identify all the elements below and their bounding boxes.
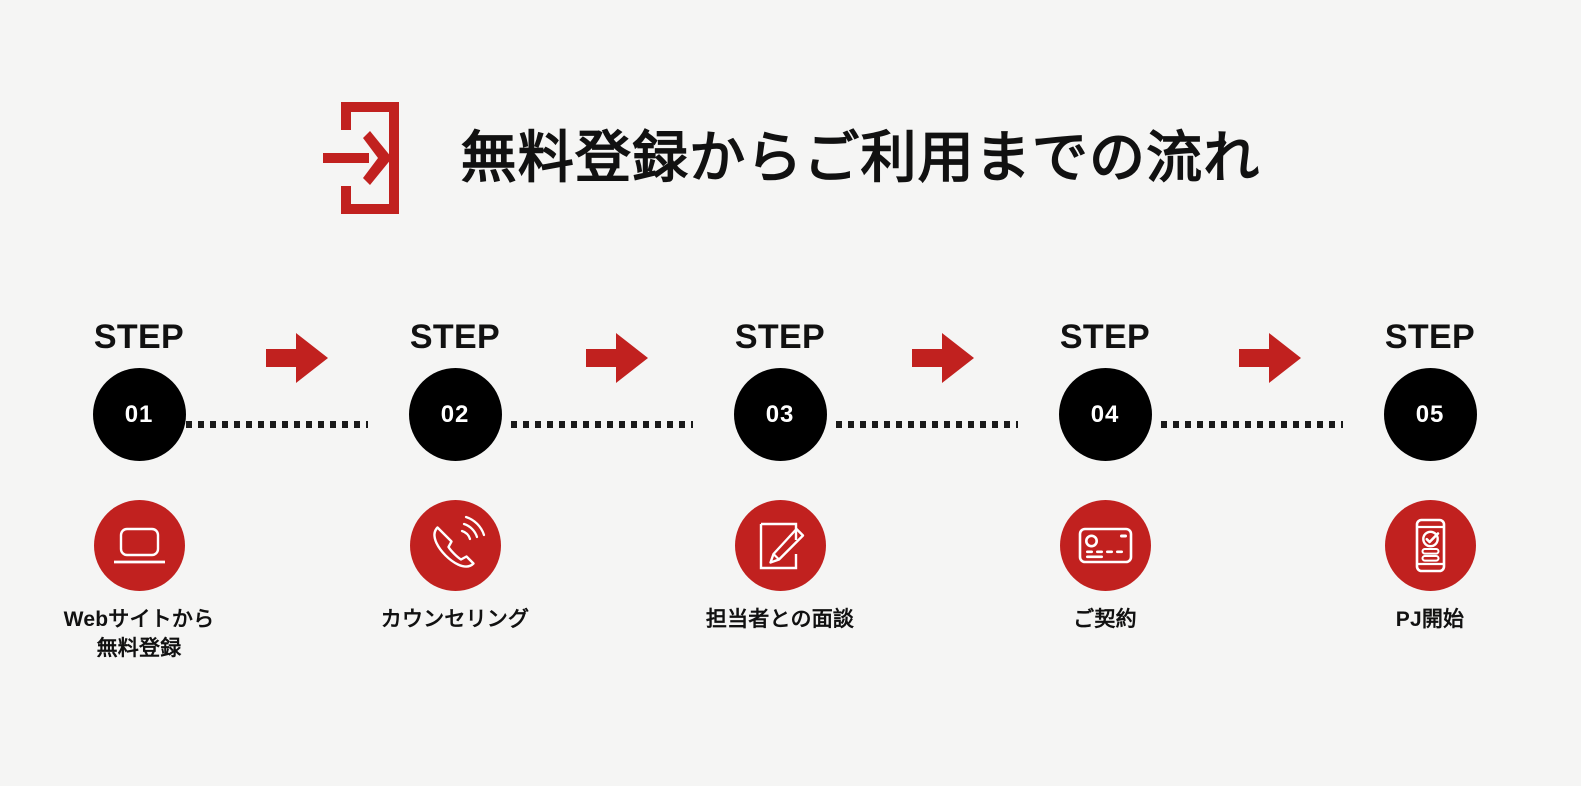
connector-dots-1 bbox=[186, 421, 368, 428]
step-label-line: カウンセリング bbox=[380, 608, 530, 631]
step-label-line: 無料登録 bbox=[96, 636, 182, 660]
step-word-label: STEP bbox=[734, 318, 826, 356]
connector-dots-2 bbox=[511, 421, 693, 428]
step-number-badge: 01 bbox=[92, 368, 186, 461]
step-label: PJ開始 bbox=[1310, 606, 1550, 635]
step-item-02[interactable]: STEP 02 カウンセリング bbox=[335, 320, 575, 635]
arrow-right-icon bbox=[266, 330, 328, 386]
step-number-badge: 05 bbox=[1383, 368, 1477, 461]
flow-steps: STEP 01 Webサイトから 無料登録 STEP 02 bbox=[0, 320, 1581, 720]
step-number-badge: 03 bbox=[733, 368, 827, 461]
connector-dots-3 bbox=[836, 421, 1018, 428]
mobile-check-icon bbox=[1384, 500, 1476, 591]
step-label-line: PJ開始 bbox=[1395, 608, 1465, 631]
step-label: カウンセリング bbox=[335, 606, 575, 635]
step-icon-wrap bbox=[19, 500, 259, 591]
phone-ringing-icon bbox=[409, 500, 501, 591]
step-label-line: 担当者との面談 bbox=[705, 608, 855, 631]
step-label: 担当者との面談 bbox=[660, 606, 900, 635]
step-item-05[interactable]: STEP 05 PJ開始 bbox=[1310, 320, 1550, 635]
step-icon-wrap bbox=[985, 500, 1225, 591]
step-circle-wrap: 01 bbox=[19, 368, 259, 461]
step-item-01[interactable]: STEP 01 Webサイトから 無料登録 bbox=[19, 320, 259, 664]
step-icon-wrap bbox=[660, 500, 900, 591]
laptop-icon bbox=[93, 500, 185, 591]
step-circle-wrap: 03 bbox=[660, 368, 900, 461]
step-circle-wrap: 02 bbox=[335, 368, 575, 461]
step-label: Webサイトから 無料登録 bbox=[19, 606, 259, 664]
step-label-line: ご契約 bbox=[1073, 608, 1137, 631]
step-number-badge: 02 bbox=[408, 368, 502, 461]
step-icon-wrap bbox=[1310, 500, 1550, 591]
arrow-right-icon bbox=[586, 330, 648, 386]
arrow-right-icon bbox=[1239, 330, 1301, 386]
step-circle-wrap: 05 bbox=[1310, 368, 1550, 461]
step-word-label: STEP bbox=[93, 318, 185, 356]
arrow-right-icon bbox=[912, 330, 974, 386]
step-label: ご契約 bbox=[985, 606, 1225, 635]
step-number-badge: 04 bbox=[1058, 368, 1152, 461]
credit-card-icon bbox=[1059, 500, 1151, 591]
step-circle-wrap: 04 bbox=[985, 368, 1225, 461]
page-title: 無料登録からご利用までの流れ bbox=[460, 126, 1261, 189]
connector-dots-4 bbox=[1161, 421, 1343, 428]
step-word-label: STEP bbox=[409, 318, 501, 356]
document-pencil-icon bbox=[734, 500, 826, 591]
step-word-label: STEP bbox=[1059, 318, 1151, 356]
step-icon-wrap bbox=[335, 500, 575, 591]
login-enter-icon bbox=[321, 96, 405, 220]
step-label-line: Webサイトから bbox=[63, 608, 215, 631]
step-item-03[interactable]: STEP 03 担当者との面談 bbox=[660, 320, 900, 635]
page-header: 無料登録からご利用までの流れ bbox=[0, 88, 1581, 228]
step-word-label: STEP bbox=[1384, 318, 1476, 356]
step-item-04[interactable]: STEP 04 ご契約 bbox=[985, 320, 1225, 635]
